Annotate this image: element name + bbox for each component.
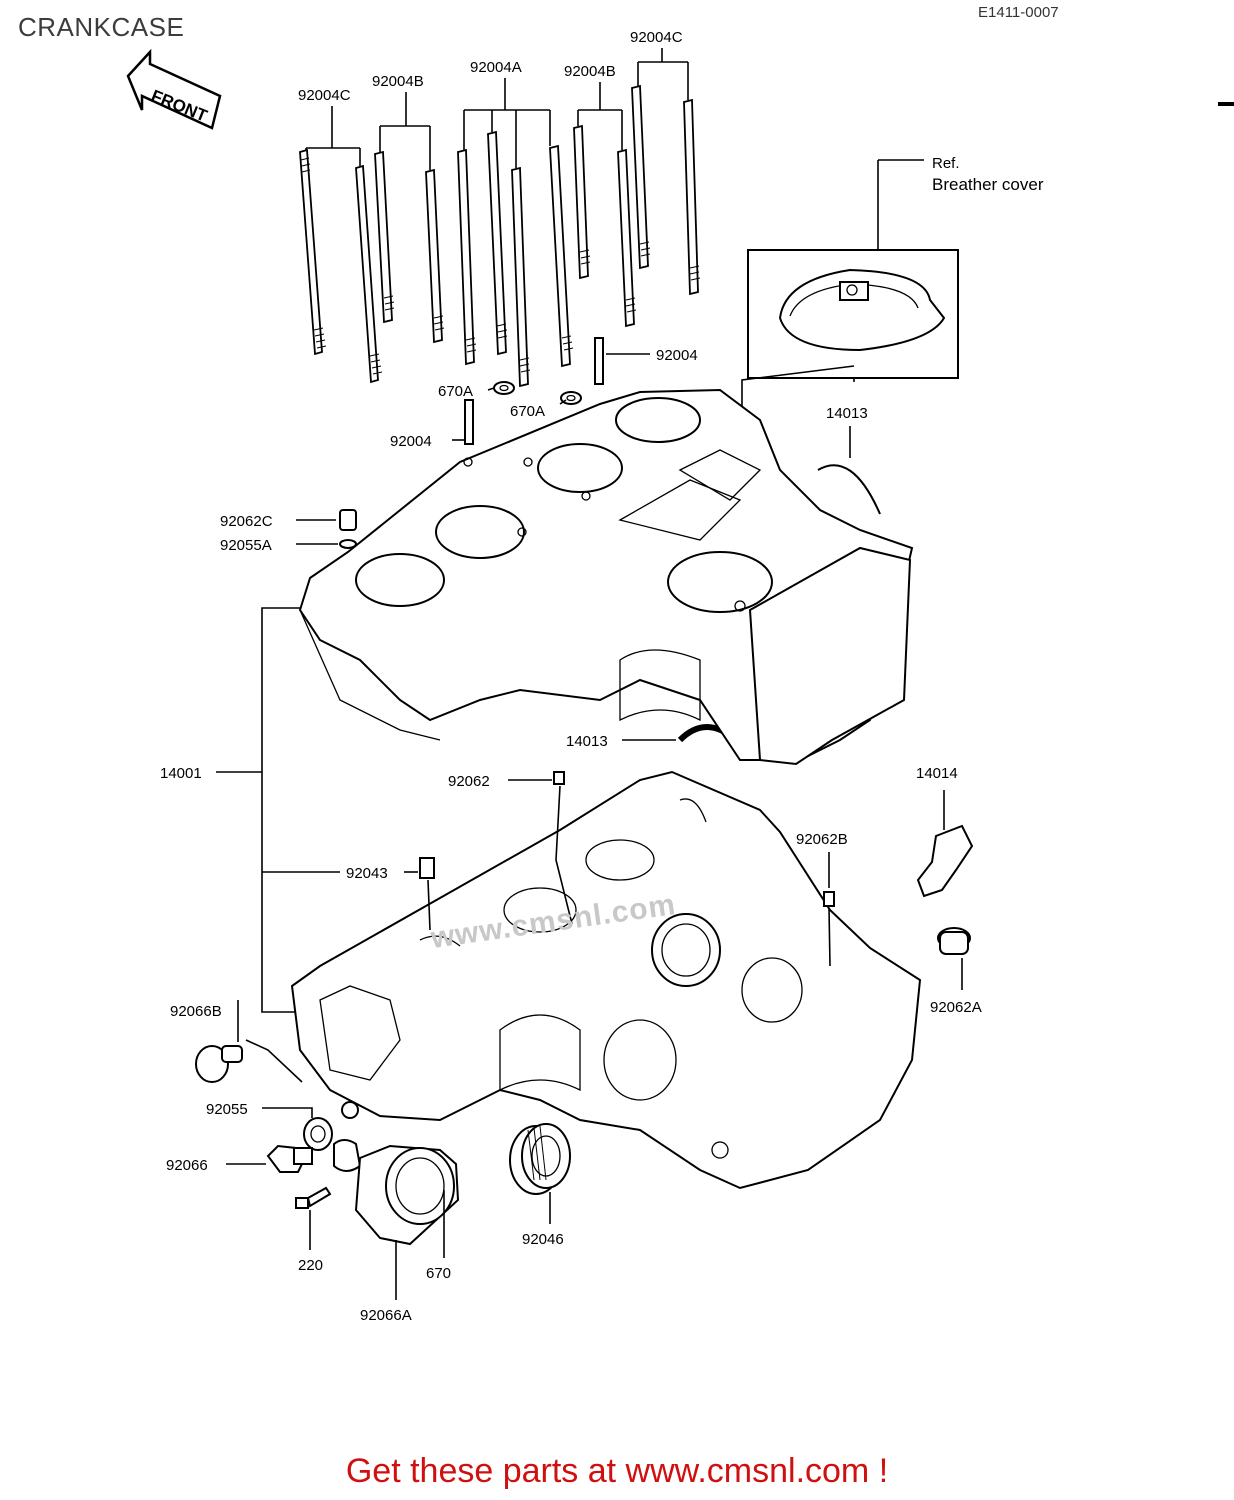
screw-220 [295, 1186, 332, 1250]
plug-92062b [823, 852, 835, 967]
label-92004c-top: 92004C [630, 29, 683, 46]
drain-plug-92066 [226, 1144, 313, 1173]
label-92062a: 92062A [930, 999, 982, 1016]
upper-crankcase [298, 388, 914, 766]
label-670a-right: 670A [510, 403, 545, 420]
short-studs [452, 337, 650, 445]
label-breather-ref: Ref. [932, 155, 960, 172]
label-14013-lower: 14013 [566, 733, 608, 750]
label-220: 220 [298, 1257, 323, 1274]
dowel-92043 [419, 857, 435, 931]
label-14013-upper: 14013 [826, 405, 868, 422]
crankcase-studs [299, 84, 701, 388]
bracket-14014 [916, 790, 974, 898]
label-92062c: 92062C [220, 513, 273, 530]
label-92062b: 92062B [796, 831, 848, 848]
cap-part [333, 1139, 362, 1172]
page-title: CRANKCASE [18, 12, 185, 42]
label-92046: 92046 [522, 1231, 564, 1248]
part-labels: 92004C 92004A 92004B 92004B 92004C 92004… [160, 29, 1044, 1324]
plug-92062 [508, 771, 573, 925]
label-92004b-right: 92004B [564, 63, 616, 80]
label-92004c-left: 92004C [298, 87, 351, 104]
label-670: 670 [426, 1265, 451, 1282]
washer-92055 [262, 1107, 333, 1151]
breather-cover [741, 159, 959, 606]
label-92066b: 92066B [170, 1003, 222, 1020]
label-92066a: 92066A [360, 1307, 412, 1324]
plug-92062c [296, 509, 357, 549]
diagram-code: E1411-0007 [978, 4, 1059, 21]
label-92055a: 92055A [220, 537, 272, 554]
exploded-parts-diagram: FRONT [126, 29, 1234, 1324]
label-92004-left: 92004 [390, 433, 432, 450]
label-14014: 14014 [916, 765, 958, 782]
label-14001: 14001 [160, 765, 202, 782]
bearing-92046 [509, 1123, 571, 1224]
label-92004a: 92004A [470, 59, 522, 76]
label-92043: 92043 [346, 865, 388, 882]
cover-92066a [354, 1144, 460, 1300]
label-92055: 92055 [206, 1101, 248, 1118]
label-92062: 92062 [448, 773, 490, 790]
label-670a-left: 670A [438, 383, 473, 400]
label-92004b-left: 92004B [372, 73, 424, 90]
footer-link[interactable]: Get these parts at www.cmsnl.com ! [345, 1452, 889, 1490]
front-arrow-icon: FRONT [126, 48, 222, 130]
plug-92062a [937, 927, 971, 990]
crankcase-bracket [216, 607, 418, 1013]
o-rings-670a [487, 381, 582, 405]
plug-92066b [195, 1000, 303, 1083]
label-breather-cover: Breather cover [932, 175, 1044, 194]
bolt-brackets [305, 48, 689, 170]
label-92004-right: 92004 [656, 347, 698, 364]
label-92066: 92066 [166, 1157, 208, 1174]
lower-crankcase [290, 770, 922, 1190]
